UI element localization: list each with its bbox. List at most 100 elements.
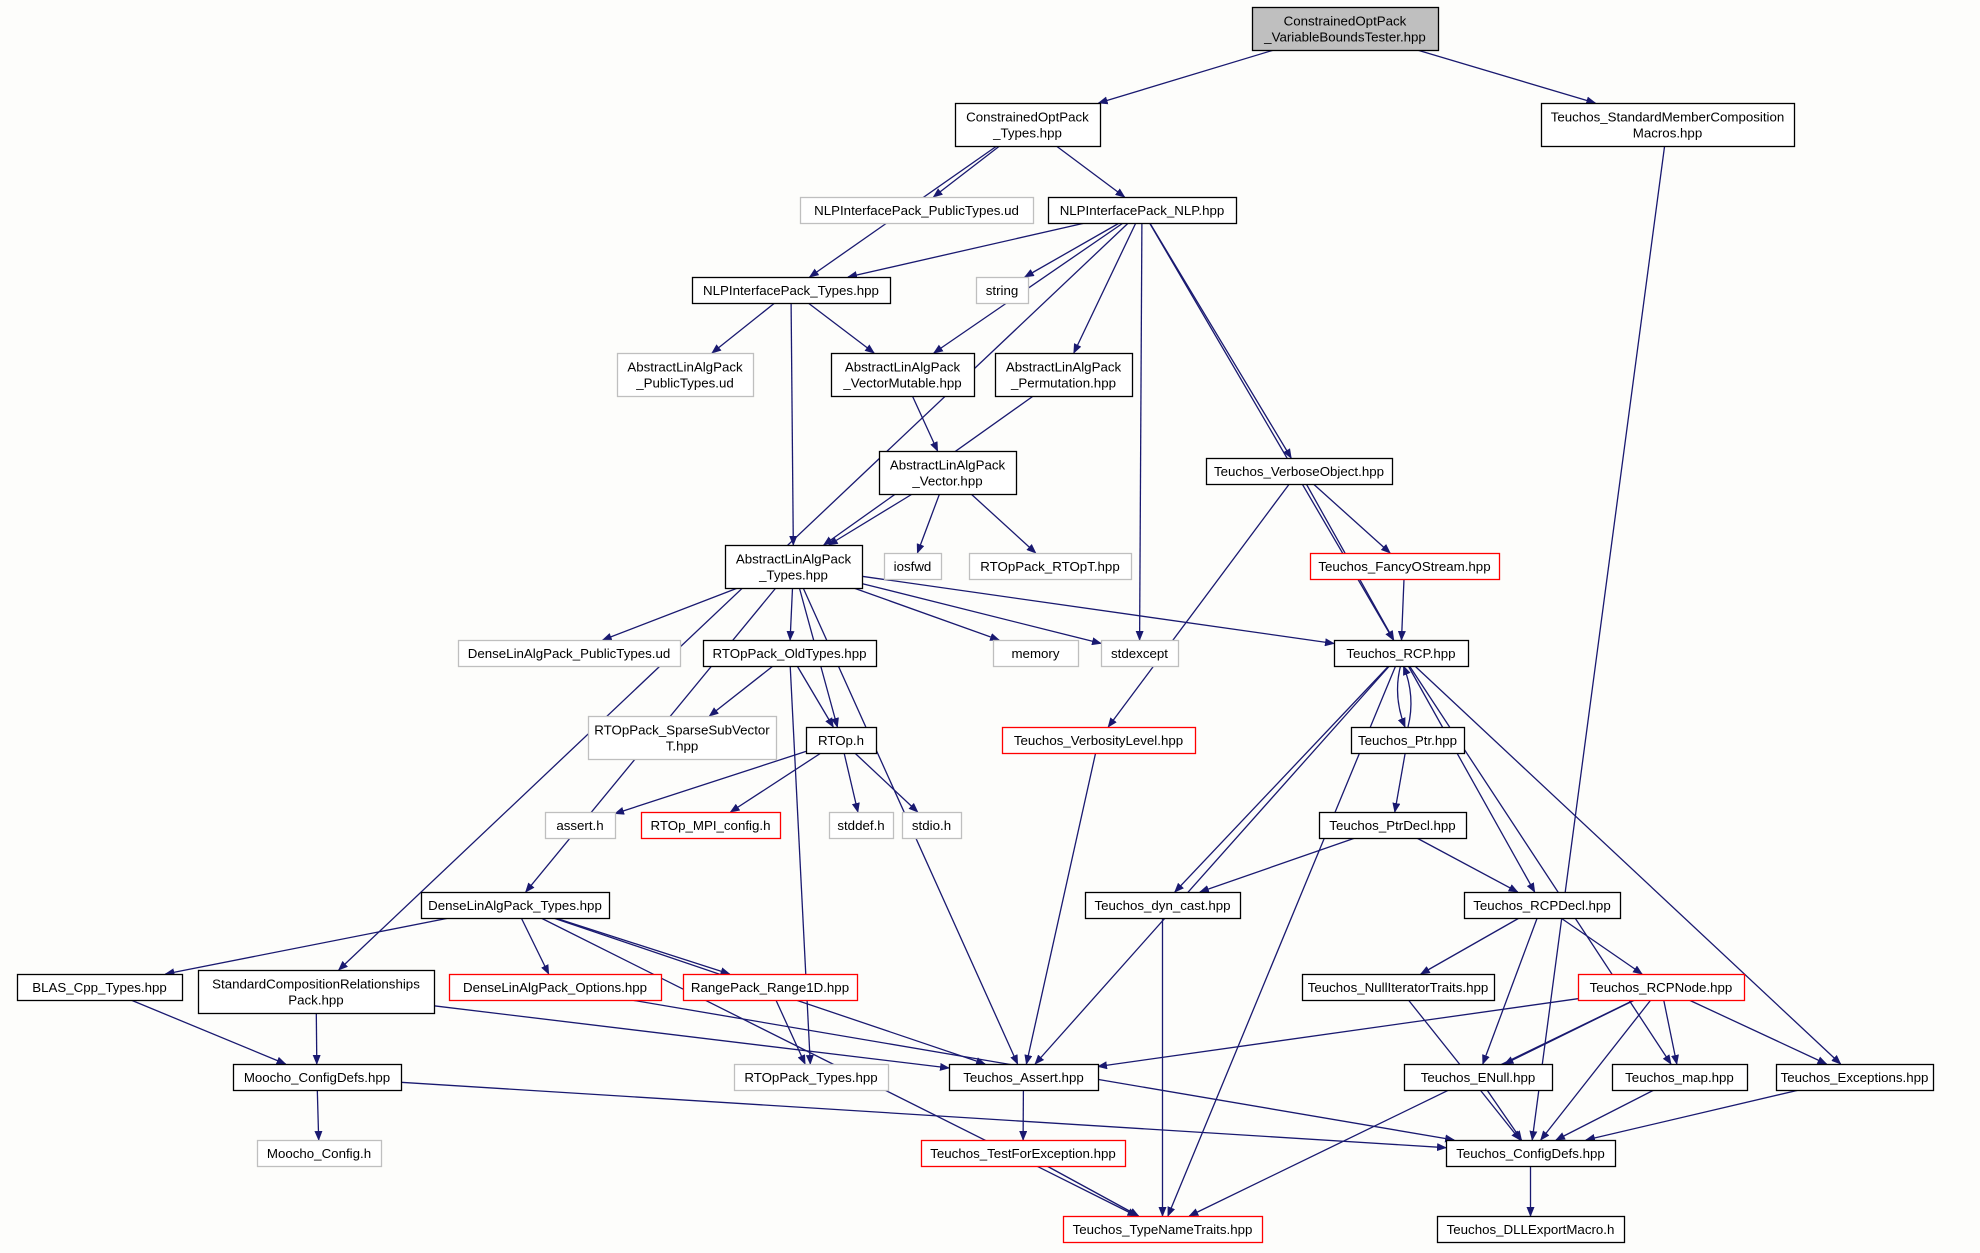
node-fancy[interactable]: Teuchos_FancyOStream.hpp	[1309, 552, 1501, 581]
edge-ala_types-to-memory	[853, 587, 1001, 641]
node-rtoph[interactable]: RTOp.h	[805, 726, 878, 755]
node-assert[interactable]: Teuchos_Assert.hpp	[948, 1063, 1100, 1092]
node-box	[16, 973, 184, 1002]
node-label: Teuchos_Exceptions.hpp	[1781, 1070, 1929, 1085]
node-asserth[interactable]: assert.h	[544, 811, 617, 840]
node-typename[interactable]: Teuchos_TypeNameTraits.hpp	[1062, 1215, 1264, 1244]
node-ala-vec[interactable]: AbstractLinAlgPack_Vector.hpp	[878, 450, 1018, 496]
node-testfor[interactable]: Teuchos_TestForException.hpp	[920, 1139, 1127, 1168]
node-label: _VariableBoundsTester.hpp	[1263, 30, 1426, 45]
node-string[interactable]: string	[975, 276, 1030, 305]
edge-nlp-to-stdexcept	[1135, 222, 1144, 641]
node-stdio[interactable]: stdio.h	[901, 811, 963, 840]
node-box	[702, 639, 878, 668]
node-ala-perm[interactable]: AbstractLinAlgPack_Permutation.hpp	[994, 352, 1134, 398]
node-box	[1577, 973, 1746, 1002]
node-dense-types[interactable]: DenseLinAlgPack_Types.hpp	[420, 891, 611, 920]
edge-dense_types-to-blas	[164, 917, 450, 977]
edge-map-to-configdefs	[1555, 1089, 1655, 1141]
node-types[interactable]: ConstrainedOptPack_Types.hpp	[954, 102, 1102, 148]
node-label: RTOpPack_SparseSubVector	[594, 723, 770, 738]
node-map[interactable]: Teuchos_map.hpp	[1611, 1063, 1749, 1092]
node-box	[1251, 6, 1440, 52]
node-label: AbstractLinAlgPack	[890, 458, 1006, 473]
node-label: ConstrainedOptPack	[1284, 14, 1407, 29]
node-box	[197, 969, 436, 1015]
node-ala-pub[interactable]: AbstractLinAlgPack_PublicTypes.ud	[616, 352, 755, 398]
node-label: Teuchos_DLLExportMacro.h	[1447, 1222, 1615, 1237]
node-rtop-old[interactable]: RTOpPack_OldTypes.hpp	[702, 639, 878, 668]
node-rtoptt[interactable]: RTOpPack_RTOpT.hpp	[968, 552, 1133, 581]
node-configdefs[interactable]: Teuchos_ConfigDefs.hpp	[1445, 1139, 1617, 1168]
node-box	[1301, 973, 1496, 1002]
node-stddef[interactable]: stddef.h	[828, 811, 895, 840]
node-box	[544, 811, 617, 840]
node-dyncast[interactable]: Teuchos_dyn_cast.hpp	[1084, 891, 1242, 920]
node-label: Teuchos_NullIteratorTraits.hpp	[1308, 980, 1489, 995]
edge-rcpnode-to-typename	[1188, 999, 1635, 1217]
node-label: DenseLinAlgPack_Types.hpp	[428, 898, 602, 913]
node-blas[interactable]: BLAS_Cpp_Types.hpp	[16, 973, 184, 1002]
node-box	[448, 973, 663, 1002]
node-ala-vm[interactable]: AbstractLinAlgPack_VectorMutable.hpp	[830, 352, 976, 398]
edge-dense_types-to-dense_opts	[520, 917, 550, 975]
node-root[interactable]: ConstrainedOptPack_VariableBoundsTester.…	[1251, 6, 1440, 52]
node-box	[830, 352, 976, 398]
node-enull[interactable]: Teuchos_ENull.hpp	[1403, 1063, 1554, 1092]
edge-ala_vec-to-ala_types	[827, 493, 913, 546]
node-rtop-types[interactable]: RTOpPack_Types.hpp	[733, 1063, 890, 1092]
node-label: Pack.hpp	[288, 993, 343, 1008]
node-label: AbstractLinAlgPack	[736, 552, 852, 567]
node-box	[878, 450, 1018, 496]
edge-range1d-to-rtop_types	[775, 999, 806, 1065]
node-box	[616, 352, 755, 398]
node-box	[828, 811, 895, 840]
node-moocho-cfg[interactable]: Moocho_ConfigDefs.hpp	[232, 1063, 403, 1092]
edge-rcp-to-ptr	[1396, 665, 1406, 728]
node-nlp-types[interactable]: NLPInterfacePack_Types.hpp	[691, 276, 892, 305]
node-label: RTOp.h	[818, 733, 864, 748]
edge-nlp-to-nlp_types	[847, 222, 1086, 279]
node-rcpdecl[interactable]: Teuchos_RCPDecl.hpp	[1463, 891, 1622, 920]
node-box	[420, 891, 611, 920]
node-dense-pub[interactable]: DenseLinAlgPack_PublicTypes.ud	[457, 639, 682, 668]
node-moocho-config[interactable]: Moocho_Config.h	[256, 1139, 383, 1168]
node-mpiconfig[interactable]: RTOp_MPI_config.h	[640, 811, 782, 840]
node-box	[733, 1063, 890, 1092]
node-stdexcept[interactable]: stdexcept	[1100, 639, 1180, 668]
edge-ptr-to-ptrdecl	[1392, 752, 1406, 813]
node-verbosity[interactable]: Teuchos_VerbosityLevel.hpp	[1001, 726, 1197, 755]
node-nulliter[interactable]: Teuchos_NullIteratorTraits.hpp	[1301, 973, 1496, 1002]
node-memory[interactable]: memory	[992, 639, 1080, 668]
node-iosfwd[interactable]: iosfwd	[883, 552, 943, 581]
node-label: AbstractLinAlgPack	[845, 360, 961, 375]
node-nlp-pubtypes[interactable]: NLPInterfacePack_PublicTypes.ud	[799, 196, 1035, 225]
node-ptrdecl[interactable]: Teuchos_PtrDecl.hpp	[1318, 811, 1468, 840]
node-ptr[interactable]: Teuchos_Ptr.hpp	[1350, 726, 1466, 755]
edge-rtop_old-to-sparse	[708, 665, 774, 717]
edge-rtop_old-to-rtop_types	[789, 665, 814, 1065]
node-box	[799, 196, 1035, 225]
node-stdmember[interactable]: Teuchos_StandardMemberCompositionMacros.…	[1540, 102, 1796, 148]
node-rcp[interactable]: Teuchos_RCP.hpp	[1333, 639, 1470, 668]
edge-ptr-to-rcp	[1402, 665, 1412, 728]
node-dense-opts[interactable]: DenseLinAlgPack_Options.hpp	[448, 973, 663, 1002]
node-label: stdio.h	[912, 818, 951, 833]
node-label: Teuchos_TypeNameTraits.hpp	[1073, 1222, 1253, 1237]
node-verbose[interactable]: Teuchos_VerboseObject.hpp	[1205, 457, 1394, 486]
node-box	[920, 1139, 1127, 1168]
node-range1d[interactable]: RangePack_Range1D.hpp	[682, 973, 859, 1002]
node-nlp[interactable]: NLPInterfacePack_NLP.hpp	[1047, 196, 1238, 225]
edge-nlp-to-verbose	[1149, 222, 1292, 459]
node-exceptions[interactable]: Teuchos_Exceptions.hpp	[1775, 1063, 1935, 1092]
node-label: BLAS_Cpp_Types.hpp	[32, 980, 167, 995]
edge-nlp_types-to-ala_vm	[807, 302, 875, 354]
edge-rcpdecl-to-nulliter	[1419, 917, 1520, 975]
node-box	[1047, 196, 1238, 225]
node-rcpnode[interactable]: Teuchos_RCPNode.hpp	[1577, 973, 1746, 1002]
node-dllexport[interactable]: Teuchos_DLLExportMacro.h	[1436, 1215, 1626, 1244]
node-box	[1436, 1215, 1626, 1244]
node-ala-types[interactable]: AbstractLinAlgPack_Types.hpp	[724, 544, 864, 590]
